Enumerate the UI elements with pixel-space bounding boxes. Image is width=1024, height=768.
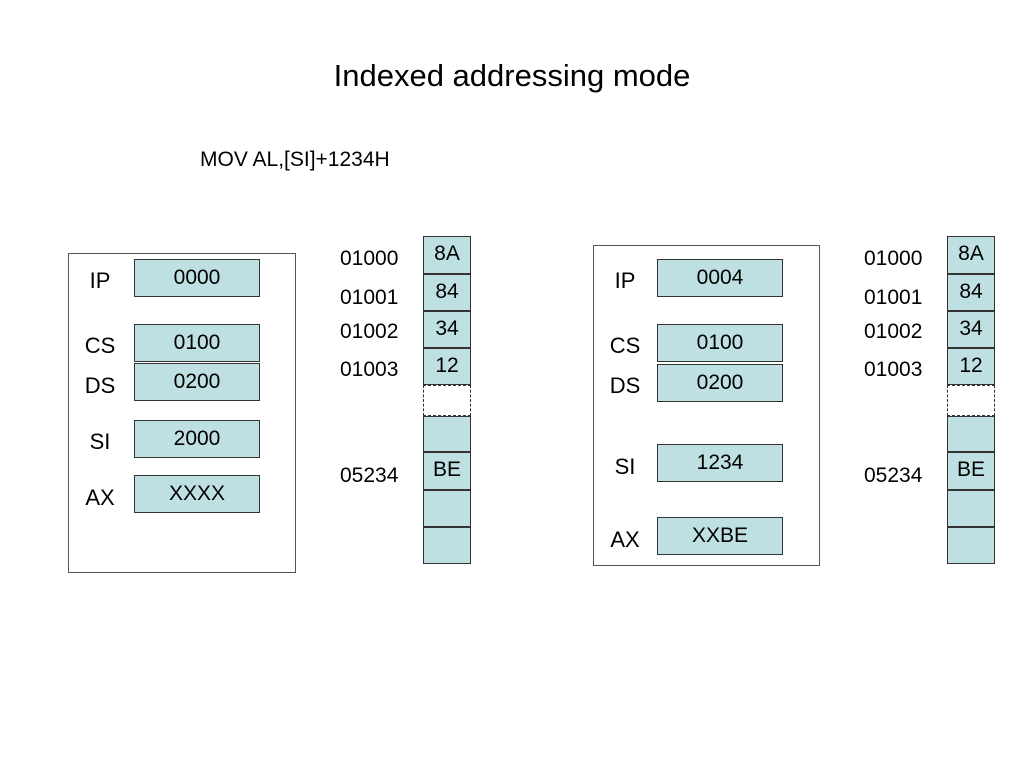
cs-register-after: 0100 [657,324,783,362]
ax-register-after: XXBE [657,517,783,555]
mem-address-after: 05234 [864,464,923,487]
mem-address-after: 01002 [864,320,923,343]
ax-register-before: XXXX [134,475,260,513]
cs-register-before: 0100 [134,324,260,362]
mem-cell-after: BE [947,452,995,490]
ds-register-before: 0200 [134,363,260,401]
ax-label-before: AX [85,485,115,510]
mem-cell-before: BE [423,452,471,490]
mem-cell-after [947,416,995,452]
cs-label-before: CS [84,333,116,358]
mem-gap-before [423,385,471,416]
ds-label-after: DS [609,373,641,398]
mem-cell-after: 84 [947,274,995,311]
ds-label-before: DS [84,373,116,398]
mem-address-before: 01001 [340,286,399,309]
ip-label-after: IP [614,268,636,293]
mem-cell-after [947,490,995,527]
instruction-text: MOV AL,[SI]+1234H [200,148,390,171]
mem-cell-after [947,527,995,564]
mem-cell-before: 84 [423,274,471,311]
ax-label-after: AX [610,527,640,552]
page-title: Indexed addressing mode [333,58,691,93]
ds-register-after: 0200 [657,364,783,402]
mem-address-after: 01001 [864,286,923,309]
ip-label-before: IP [89,268,111,293]
mem-address-before: 01000 [340,247,399,270]
mem-address-before: 01002 [340,320,399,343]
mem-address-after: 01003 [864,358,923,381]
mem-cell-before [423,527,471,564]
mem-address-after: 01000 [864,247,923,270]
mem-cell-before: 8A [423,236,471,274]
ip-register-before: 0000 [134,259,260,297]
mem-address-before: 01003 [340,358,399,381]
mem-cell-before [423,490,471,527]
si-register-before: 2000 [134,420,260,458]
mem-gap-after [947,385,995,416]
cs-label-after: CS [609,333,641,358]
si-label-before: SI [89,429,111,454]
si-register-after: 1234 [657,444,783,482]
register-panel-after [593,245,820,566]
mem-cell-after: 12 [947,348,995,385]
si-label-after: SI [614,454,636,479]
mem-address-before: 05234 [340,464,399,487]
ip-register-after: 0004 [657,259,783,297]
mem-cell-before: 34 [423,311,471,348]
mem-cell-before: 12 [423,348,471,385]
mem-cell-before [423,416,471,452]
register-panel-before [68,253,296,573]
mem-cell-after: 8A [947,236,995,274]
mem-cell-after: 34 [947,311,995,348]
